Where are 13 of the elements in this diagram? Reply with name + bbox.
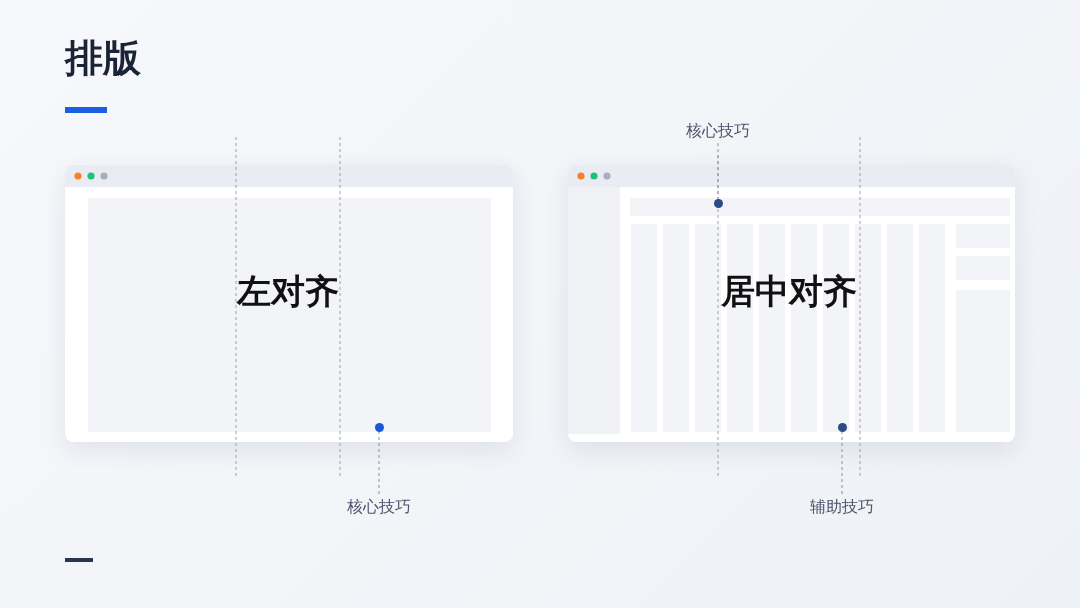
leader-line [717, 142, 719, 199]
callout-label: 核心技巧 [347, 497, 411, 517]
marker-dot [837, 422, 847, 432]
leader-line [841, 431, 843, 495]
page-title: 排版 [65, 36, 141, 82]
heading-text: 左对齐 [237, 274, 339, 308]
browser-window [65, 165, 513, 442]
marker-dot [374, 422, 384, 432]
leader-line [378, 431, 380, 495]
callout-label: 核心技巧 [686, 121, 750, 141]
heading-text: 居中对齐 [721, 274, 857, 308]
marker-dot [713, 198, 723, 208]
callout-label: 辅助技巧 [810, 497, 874, 517]
